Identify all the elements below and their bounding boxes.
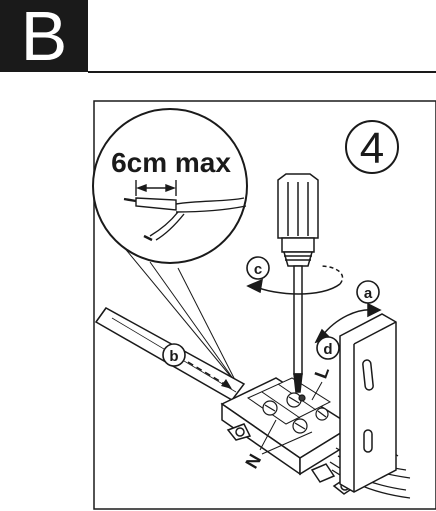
rotate-arrow-icon: [246, 265, 344, 295]
screwdriver-icon: [277, 173, 319, 393]
header-rule: [88, 71, 436, 73]
callout-d: d: [316, 336, 340, 360]
wire-mark-leaders: [259, 381, 323, 455]
callout-c: c: [246, 256, 270, 280]
callout-b: b: [162, 343, 232, 389]
svg-text:a: a: [364, 285, 373, 302]
zoom-inset: 6cm max: [92, 108, 248, 264]
mounting-bracket-icon: [339, 313, 397, 493]
callout-a: a: [356, 280, 380, 304]
zoom-lines: [117, 239, 237, 383]
step-number: 4: [360, 124, 384, 173]
svg-text:c: c: [254, 261, 262, 278]
section-badge: B: [0, 0, 88, 72]
zoom-dimension-label: 6cm max: [111, 147, 231, 178]
svg-text:d: d: [323, 341, 332, 358]
svg-text:b: b: [169, 348, 178, 365]
terminal-screws: [262, 392, 329, 434]
step-badge: 4: [345, 120, 399, 174]
stripped-wire-inset: [123, 197, 247, 242]
